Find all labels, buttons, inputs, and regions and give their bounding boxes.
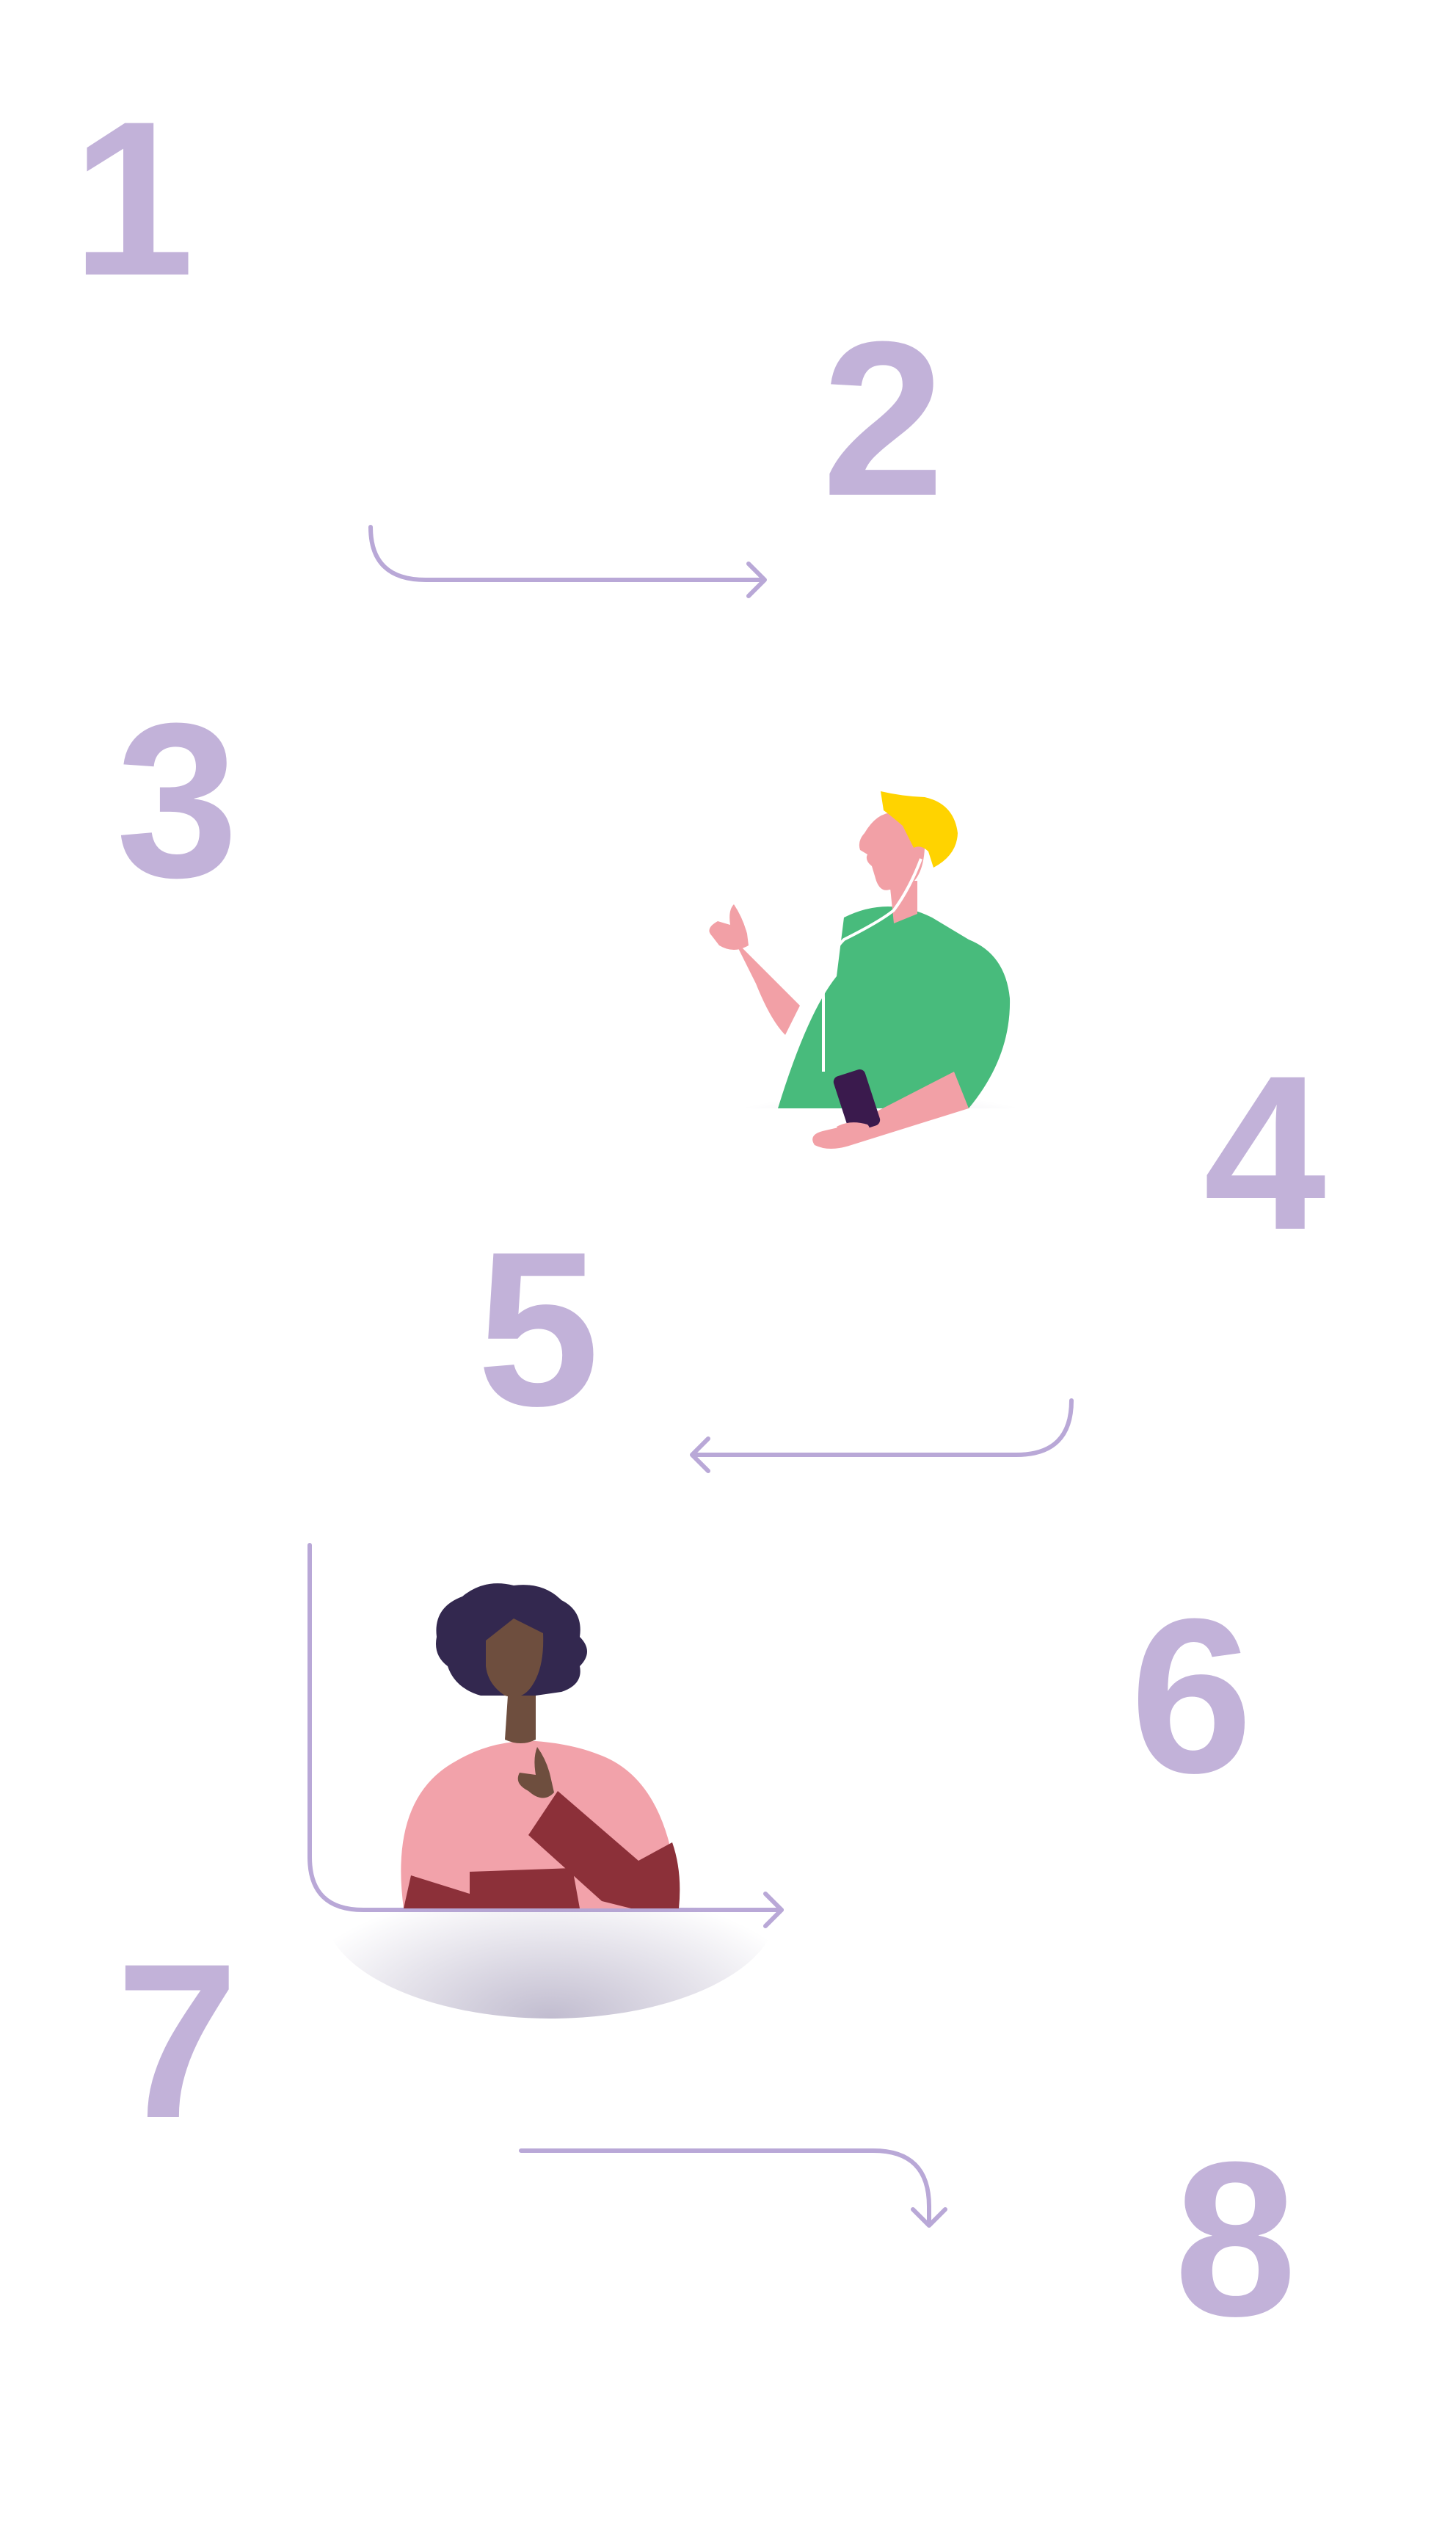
step-number-6: 6 [1130,1572,1253,1819]
arrow-down-right-icon [519,2148,947,2228]
step-number-4: 4 [1204,1029,1326,1276]
arrow-right-icon [368,525,767,598]
face [486,1618,544,1698]
green-shirt [778,907,1011,1108]
step-number-3: 3 [116,677,239,923]
man-with-earphones-thumbs-up-icon [660,791,1101,1204]
arrow-left-icon [690,1398,1074,1473]
step-number-5: 5 [477,1205,600,1452]
step-number-7: 7 [116,1917,239,2164]
step-number-8: 8 [1174,2115,1297,2362]
step-number-2: 2 [822,295,944,542]
hair [881,791,958,868]
step-number-1: 1 [72,75,194,321]
phone-icon [833,1069,881,1133]
thumbs-up-hand [517,1747,554,1798]
thumbs-up-hand [709,904,749,950]
woman-thumbs-up-icon [323,1583,778,2019]
